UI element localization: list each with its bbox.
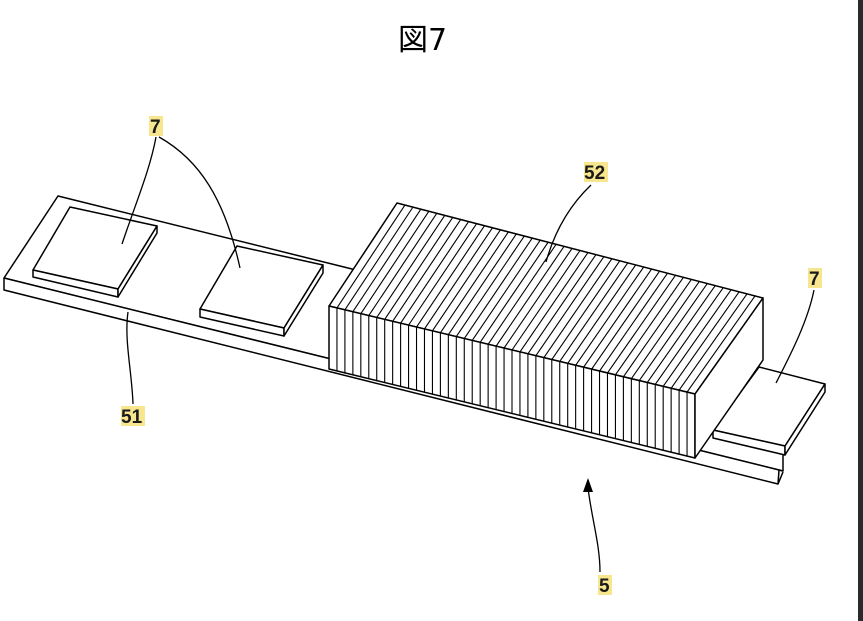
pad-middle bbox=[199, 245, 324, 337]
fin-top-line bbox=[447, 233, 517, 336]
leader-lines bbox=[121, 136, 815, 573]
label-highlight bbox=[808, 268, 822, 288]
fin-top-line bbox=[686, 295, 756, 393]
fin-top-line bbox=[614, 277, 684, 376]
fin-top-line bbox=[630, 281, 700, 380]
fin-top-line bbox=[471, 239, 541, 341]
fin-top-line bbox=[638, 283, 708, 381]
fin-top-line bbox=[384, 217, 454, 320]
fin-top-line bbox=[503, 248, 573, 349]
substrate-right-edge bbox=[777, 471, 784, 485]
fin-top-line bbox=[551, 260, 621, 360]
leader-heatsink bbox=[545, 184, 592, 263]
fin-top-line bbox=[360, 210, 430, 314]
scan-edge bbox=[858, 0, 863, 621]
fin-top-line bbox=[336, 204, 406, 309]
label-heatsink: 52 bbox=[584, 163, 605, 184]
fin-top-line bbox=[654, 287, 724, 385]
fin-top-line bbox=[408, 223, 478, 326]
fin-top-line bbox=[662, 289, 732, 387]
fin-top-line bbox=[392, 219, 462, 322]
pad-left bbox=[32, 206, 158, 298]
label-highlight bbox=[598, 575, 612, 595]
pad-right bbox=[712, 366, 826, 456]
fin-top-line bbox=[646, 285, 716, 383]
fin-top-line bbox=[543, 258, 613, 358]
fin-top-line bbox=[479, 241, 549, 343]
fin-top-line bbox=[344, 206, 414, 311]
label-highlight bbox=[149, 116, 163, 136]
fin-top-line bbox=[583, 268, 653, 368]
pad-right-side bbox=[784, 383, 826, 456]
ref-label-pads-top: 7 bbox=[149, 116, 163, 138]
arrowhead-icon bbox=[583, 478, 593, 492]
label-module: 5 bbox=[599, 576, 610, 597]
ref-label-pads-right: 7 bbox=[808, 268, 822, 290]
fin-top-line bbox=[431, 229, 501, 332]
label-pads-right: 7 bbox=[809, 269, 820, 290]
ref-label-substrate: 51 bbox=[121, 406, 145, 428]
fin-top-line bbox=[511, 250, 581, 351]
fin-top-line bbox=[591, 270, 661, 370]
pad-middle-side bbox=[283, 264, 324, 337]
fin-top-line bbox=[439, 231, 509, 334]
label-substrate: 51 bbox=[121, 407, 143, 428]
fin-top-line bbox=[455, 235, 525, 337]
fin-top-line bbox=[670, 291, 740, 389]
fin-top-line bbox=[416, 225, 485, 328]
fin-top-line bbox=[607, 274, 676, 374]
fin-top-line bbox=[400, 221, 470, 324]
fin-top-line bbox=[463, 237, 533, 339]
ref-label-module: 5 bbox=[598, 575, 612, 597]
label-pads-top: 7 bbox=[150, 117, 161, 138]
fin-top-line bbox=[376, 215, 446, 318]
fin-top-line bbox=[487, 243, 557, 345]
label-highlight bbox=[121, 406, 145, 426]
figure-title: 図7 bbox=[398, 23, 447, 58]
fin-top-line bbox=[535, 256, 605, 357]
leader-pad-right bbox=[775, 289, 815, 384]
fin-top-line bbox=[495, 246, 565, 347]
substrate-corner bbox=[778, 469, 784, 472]
heatsink-block bbox=[328, 202, 764, 459]
fin-top-line bbox=[424, 227, 493, 330]
fin-top-line bbox=[352, 208, 422, 313]
leader-module bbox=[587, 487, 601, 573]
fin-top-line bbox=[527, 254, 597, 355]
heatsink-fins bbox=[336, 204, 756, 457]
fin-top-line bbox=[622, 279, 692, 378]
label-highlight bbox=[584, 162, 608, 182]
leader-substrate bbox=[126, 311, 134, 405]
fin-top-line bbox=[567, 264, 637, 364]
leader-pad-middle bbox=[158, 136, 241, 269]
fin-top-line bbox=[368, 213, 438, 316]
fin-top-line bbox=[575, 266, 645, 366]
fin-top-line bbox=[678, 293, 748, 391]
leader-pad-left bbox=[121, 136, 157, 245]
fin-top-line bbox=[599, 272, 668, 372]
pad-left-side bbox=[117, 225, 158, 298]
fin-top-line bbox=[559, 262, 629, 362]
heatsink-side-face bbox=[694, 297, 764, 459]
fin-top-line bbox=[519, 252, 589, 353]
ref-label-heatsink: 52 bbox=[584, 162, 608, 184]
